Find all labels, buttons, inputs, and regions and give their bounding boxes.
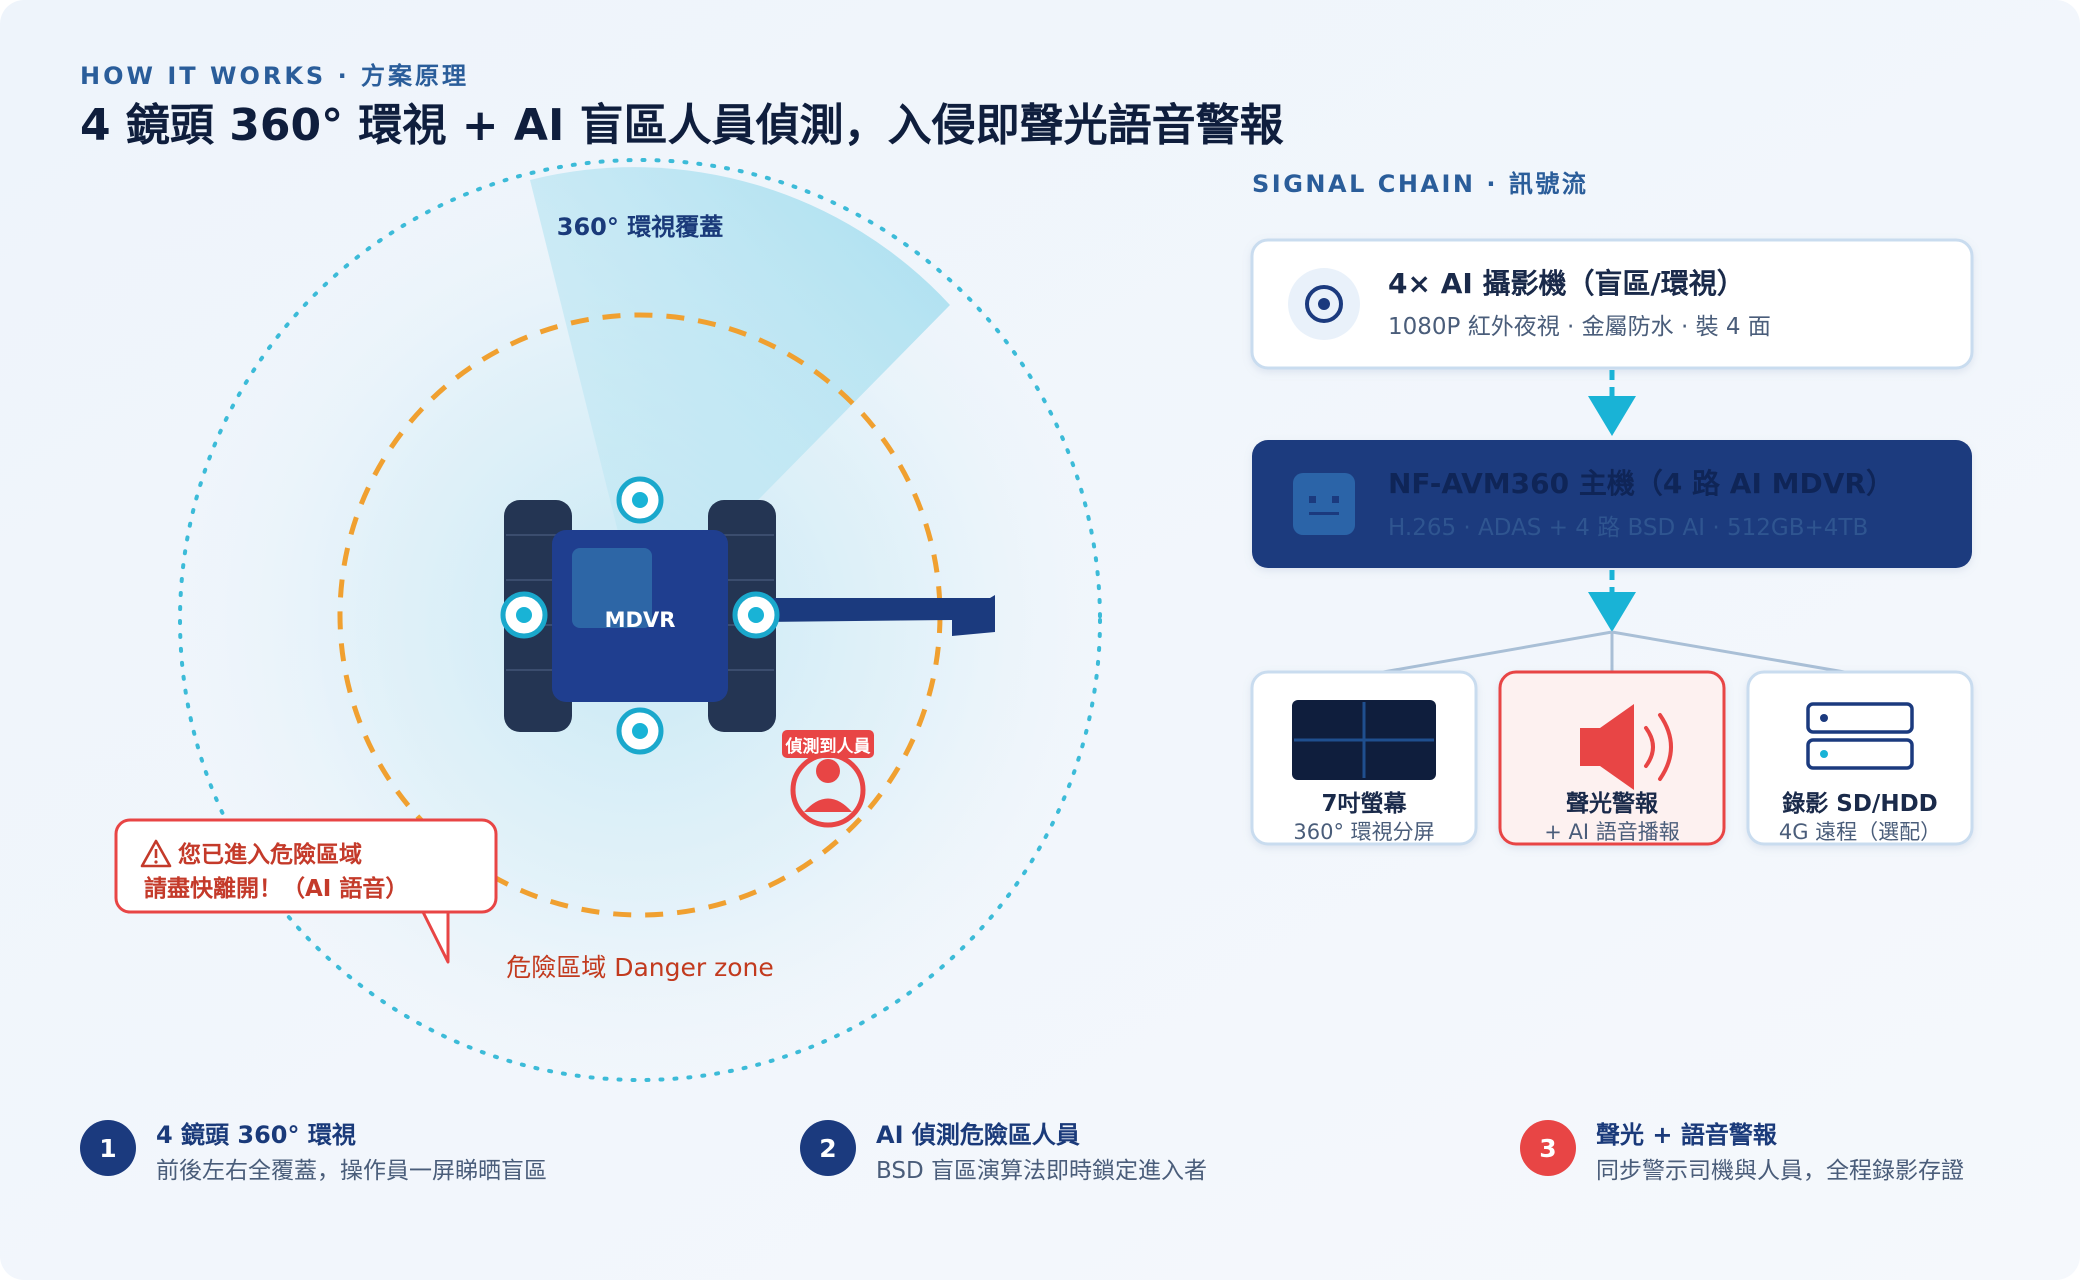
alert-line-1: 您已進入危險區域 [178, 841, 362, 868]
alert-bubble: 您已進入危險區域 請盡快離開！（AI 語音） [114, 818, 498, 964]
output-monitor-title: 7吋螢幕 [1321, 791, 1407, 817]
step-1-number: 1 [99, 1134, 116, 1163]
step-2-badge [800, 1120, 856, 1176]
host-card-icon [1293, 473, 1355, 535]
flow-arrow-1 [1588, 370, 1636, 436]
step-3-desc: 同步警示司機與人員，全程錄影存證 [1596, 1158, 1964, 1184]
camera-front-icon [616, 476, 664, 524]
step-2-title: AI 偵測危險區人員 [876, 1121, 1080, 1149]
camera-left-icon [500, 591, 548, 639]
storage-icon [1806, 702, 1914, 770]
flow-arrow-2 [1588, 570, 1636, 632]
camera-right-icon [732, 591, 780, 639]
output-storage-sub: 4G 遠程（選配） [1779, 820, 1941, 844]
detect-tag-label: 偵測到人員 [785, 736, 871, 757]
monitor-icon [1292, 700, 1436, 780]
detect-ring [790, 752, 866, 828]
step-1-badge [80, 1120, 136, 1176]
step-2-desc: BSD 盲區演算法即時鎖定進入者 [876, 1158, 1207, 1184]
warning-icon [140, 839, 172, 868]
host-card [1252, 440, 1972, 568]
output-card-storage [1746, 670, 1974, 846]
step-1-title: 4 鏡頭 360° 環視 [156, 1121, 356, 1149]
camera-card-icon [1288, 268, 1360, 340]
branch-connectors [1371, 630, 1857, 676]
step-2: 2 AI 偵測危險區人員 BSD 盲區演算法即時鎖定進入者 [800, 1120, 1207, 1184]
step-3-badge [1520, 1120, 1576, 1176]
detect-tag [782, 730, 874, 758]
signal-chain-heading: SIGNAL CHAIN · 訊號流 [1252, 170, 1588, 198]
camera-card [1250, 238, 1974, 370]
output-alarm-title: 聲光警報 [1566, 790, 1659, 817]
detected-person: 偵測到人員 [782, 730, 874, 828]
person-icon [816, 759, 840, 783]
step-1: 1 4 鏡頭 360° 環視 前後左右全覆蓋，操作員一屏睇晒盲區 [80, 1120, 547, 1184]
danger-zone-label: 危險區域 Danger zone [506, 953, 773, 982]
alert-line-2: 請盡快離開！（AI 語音） [144, 875, 408, 902]
vehicle-label: MDVR [605, 608, 676, 632]
coverage-label: 360° 環視覆蓋 [557, 213, 723, 241]
camera-rear-icon [616, 707, 664, 755]
page-title: 4 鏡頭 360° 環視 + AI 盲區人員偵測，入侵即聲光語音警報 [80, 100, 1284, 151]
host-card-title: NF-AVM360 主機（4 路 AI MDVR） [1388, 467, 1894, 500]
camera-card-sub: 1080P 紅外夜視 · 金屬防水 · 裝 4 面 [1388, 314, 1771, 340]
header-kicker: HOW IT WORKS · 方案原理 [80, 62, 469, 90]
coverage-boundary-circle [178, 158, 1102, 1082]
step-3: 3 聲光 + 語音警報 同步警示司機與人員，全程錄影存證 [1520, 1120, 1964, 1184]
camera-card-title: 4× AI 攝影機（盲區/環視） [1388, 267, 1745, 300]
vehicle-arm [760, 595, 995, 636]
output-monitor-sub: 360° 環視分屏 [1293, 820, 1434, 844]
output-storage-title: 錄影 SD/HDD [1782, 790, 1938, 817]
speaker-icon [1580, 704, 1673, 790]
step-2-number: 2 [819, 1134, 836, 1163]
vehicle-cab [572, 548, 652, 628]
step-3-number: 3 [1539, 1134, 1556, 1163]
step-3-title: 聲光 + 語音警報 [1596, 1121, 1778, 1149]
step-1-desc: 前後左右全覆蓋，操作員一屏睇晒盲區 [156, 1158, 547, 1184]
output-alarm-sub: + AI 語音播報 [1544, 820, 1680, 844]
coverage-diagram: 360° 環視覆蓋 危險區域 Danger zone MDVR [114, 158, 1102, 1082]
host-card-sub: H.265 · ADAS + 4 路 BSD AI · 512GB+4TB [1388, 515, 1868, 541]
